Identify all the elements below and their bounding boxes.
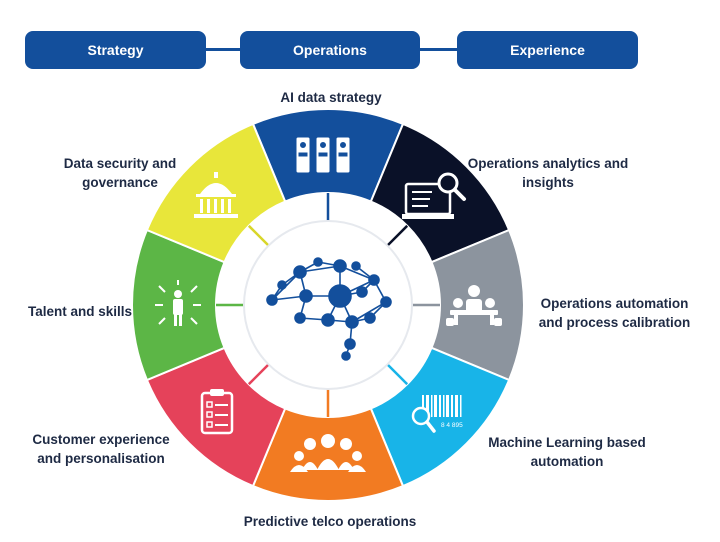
segment-label-predictive-telco: Predictive telco operations bbox=[243, 514, 417, 529]
wheel-spoke bbox=[247, 224, 270, 247]
segment-label-operations-automation: Operations automation and process calibr… bbox=[538, 296, 691, 330]
institution-building-icon bbox=[194, 172, 238, 218]
barcode-scan-icon: 8 4 895 bbox=[411, 395, 463, 433]
header-connector-right bbox=[418, 48, 460, 51]
wheel-center-disc bbox=[243, 220, 413, 390]
magnifier-screen-icon bbox=[402, 172, 466, 219]
server-racks-icon bbox=[295, 136, 351, 174]
svg-text:8 4 895: 8 4 895 bbox=[441, 422, 463, 429]
pill-strategy: Strategy bbox=[25, 31, 206, 69]
neural-network-brain-icon bbox=[266, 257, 392, 361]
person-arrows-icon bbox=[155, 280, 201, 326]
segment-label-ai-data-strategy: AI data strategy bbox=[280, 90, 382, 105]
wheel-spoke bbox=[247, 363, 270, 386]
team-people-icon bbox=[290, 434, 366, 472]
checklist-clipboard-icon bbox=[200, 389, 234, 435]
wheel-spoke bbox=[386, 363, 409, 386]
segment-label-data-security: Data security and governance bbox=[63, 156, 177, 190]
pill-operations: Operations bbox=[240, 31, 420, 69]
wheel-spoke bbox=[386, 224, 409, 247]
segment-label-talent-skills: Talent and skills bbox=[27, 304, 132, 319]
meeting-table-icon bbox=[446, 285, 502, 326]
segment-label-customer-experience: Customer experience and personalisation bbox=[32, 432, 170, 466]
header-connector-left bbox=[205, 48, 245, 51]
segment-label-machine-learning: Machine Learning based automation bbox=[488, 435, 646, 469]
pill-experience: Experience bbox=[457, 31, 638, 69]
segment-label-operations-analytics: Operations analytics and insights bbox=[467, 156, 629, 190]
